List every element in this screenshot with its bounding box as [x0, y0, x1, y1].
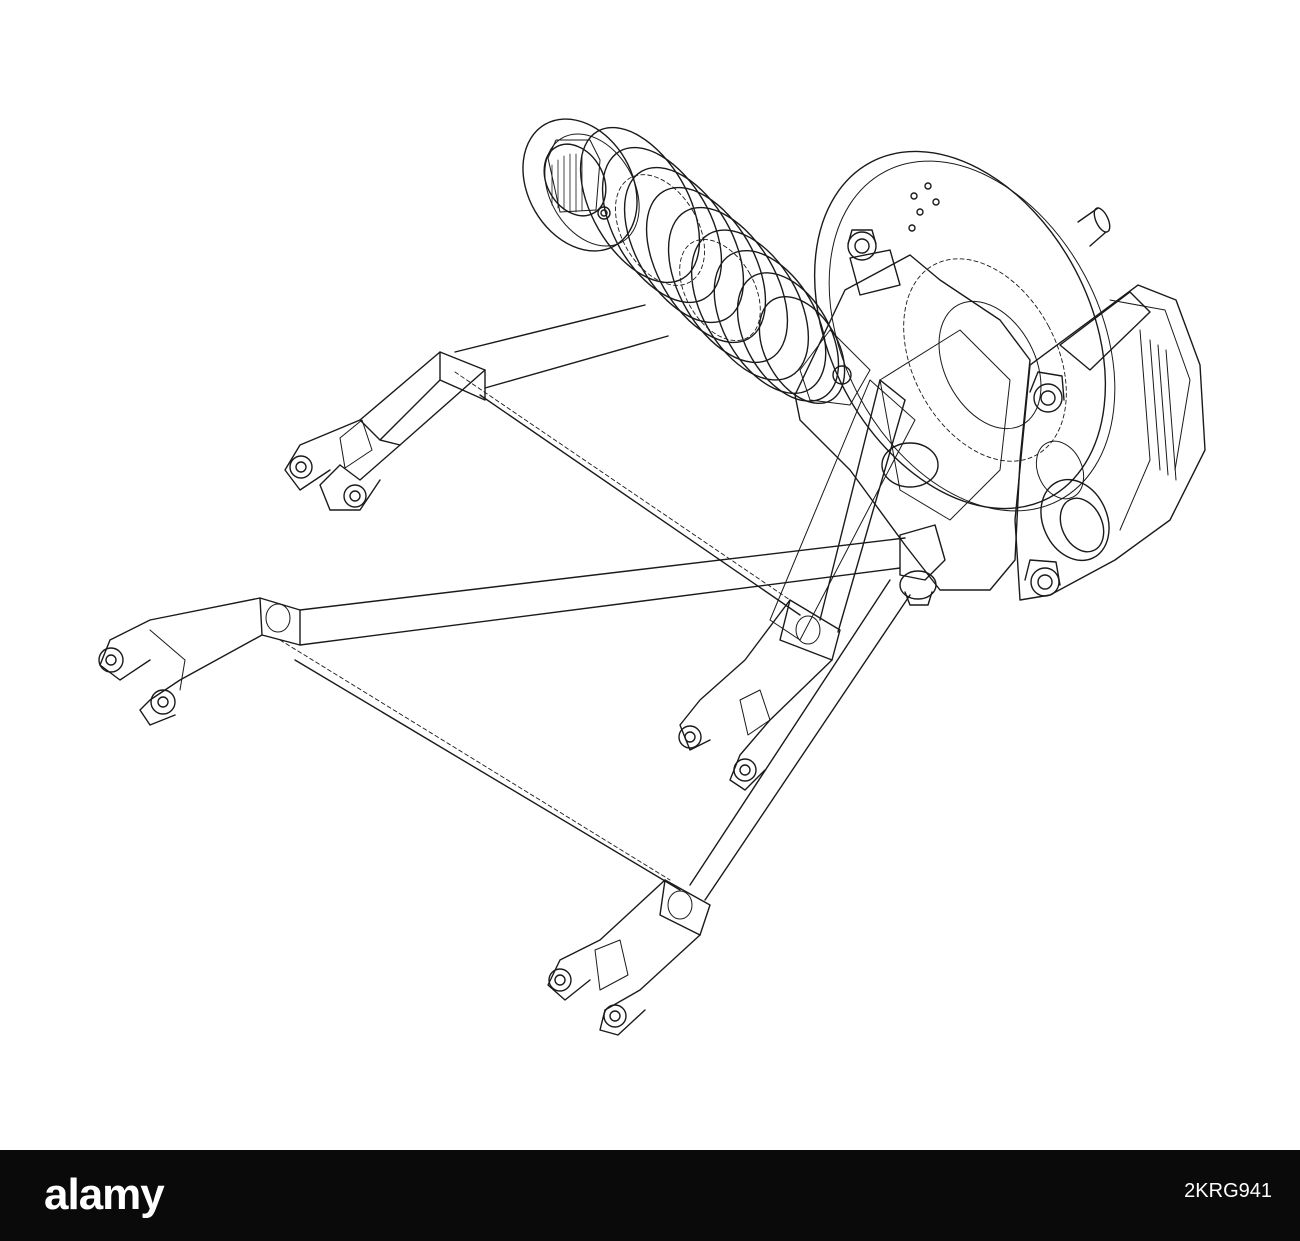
steering-knuckle	[794, 229, 1031, 606]
brake-caliper	[1014, 284, 1206, 601]
brake-disc	[813, 150, 1116, 512]
upper-arm-links	[284, 304, 801, 616]
lateral-link	[98, 537, 906, 891]
lower-arm	[547, 379, 916, 1036]
illustration-canvas	[98, 118, 1206, 1036]
brand-logo: alamy	[44, 1170, 165, 1219]
trailing-arm-fork	[678, 379, 906, 791]
stock-footer-bar: alamy 2KRG941	[0, 1150, 1300, 1241]
axle-stub	[1077, 207, 1111, 247]
suspension-drawing	[98, 118, 1206, 1036]
stock-image-id: 2KRG941	[1184, 1180, 1272, 1202]
coil-spring-damper	[522, 118, 871, 406]
